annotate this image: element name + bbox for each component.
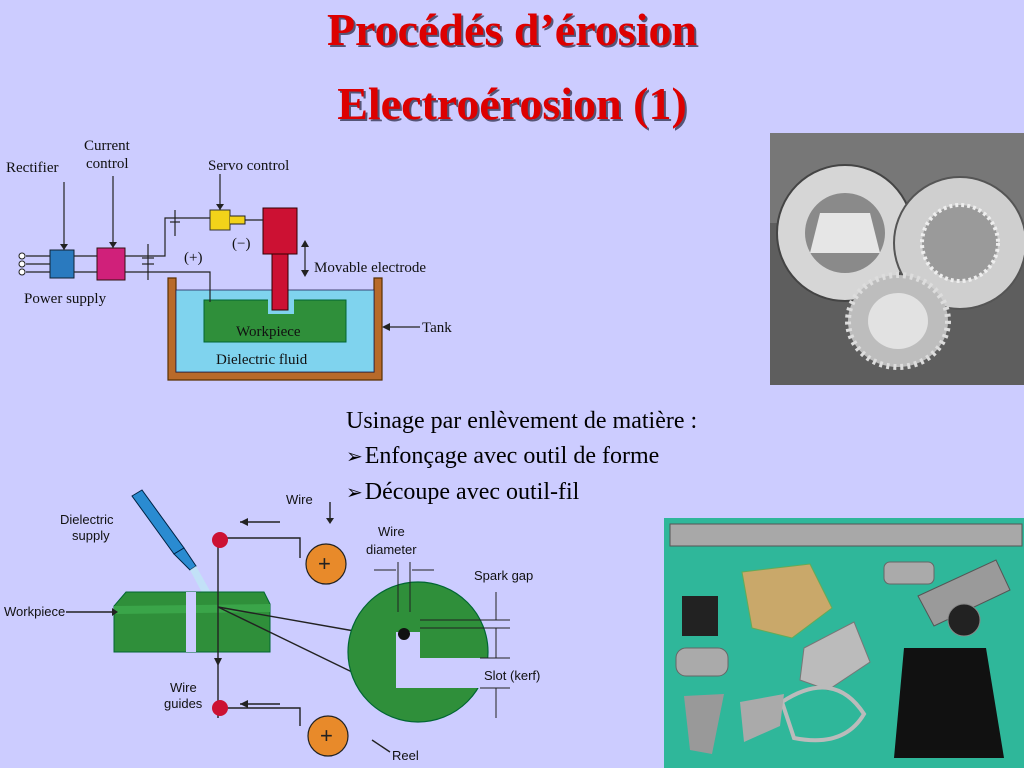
movable-electrode-label: Movable electrode <box>314 260 426 276</box>
bullet-intro: Usinage par enlèvement de matière : <box>346 408 698 434</box>
edm-sinking-diagram: Rectifier Current control Servo control … <box>6 138 452 381</box>
arrowhead-bullet-icon: ➢ <box>346 482 363 504</box>
rectifier-box <box>49 249 75 279</box>
wire-guides-label-2: guides <box>164 696 203 711</box>
wire-label: Wire <box>286 492 313 507</box>
current-control-label-1: Current <box>84 138 131 154</box>
servo-control-box <box>209 209 231 231</box>
svg-text:+: + <box>318 551 331 576</box>
wire-cut-parts-photo <box>664 518 1024 768</box>
edm-parts-photo <box>770 133 1024 385</box>
plus-label: (+) <box>184 250 202 266</box>
bullet-item-2-text: Découpe avec outil-fil <box>364 479 580 505</box>
workpiece-label: Workpiece <box>236 324 301 340</box>
current-control-label-2: control <box>86 156 129 172</box>
svg-text:+: + <box>320 723 333 748</box>
supply-reel <box>305 543 347 585</box>
bullet-item-enfoncage: ➢Enfonçage avec outil de forme <box>346 439 697 475</box>
dielectric-supply-label-1: Dielectric <box>60 512 114 527</box>
bullet-item-1-text: Enfonçage avec outil de forme <box>364 443 660 469</box>
rectifier-label: Rectifier <box>6 160 58 176</box>
dielectric-nozzle <box>131 489 214 600</box>
reel-label: Reel <box>392 748 419 763</box>
dielectric-fluid-label: Dielectric fluid <box>216 352 308 368</box>
wire-workpiece-label: Workpiece <box>4 604 65 619</box>
slide-title-line2: Electroérosion (1) <box>337 78 687 129</box>
tank-label: Tank <box>422 320 452 336</box>
dielectric-supply-label-2: supply <box>72 528 110 543</box>
power-supply-label: Power supply <box>24 291 107 307</box>
slot-kerf-label: Slot (kerf) <box>484 668 540 683</box>
movable-electrode <box>262 207 298 255</box>
spark-gap-label: Spark gap <box>474 568 533 583</box>
electrode-stem <box>271 253 289 311</box>
minus-label: (−) <box>232 236 250 252</box>
wire-diameter-label-1: Wire <box>378 524 405 539</box>
wire-guides-label-1: Wire <box>170 680 197 695</box>
bullet-list: Usinage par enlèvement de matière : ➢Enf… <box>346 404 697 511</box>
arrowhead-bullet-icon: ➢ <box>346 446 363 468</box>
slide-title-line1: Procédés d’érosion <box>326 4 698 55</box>
wire-edm-diagram: + + Dielectric supply Wire Wire diameter… <box>4 489 540 763</box>
takeup-reel <box>307 715 349 757</box>
bullet-item-decoupe: ➢Découpe avec outil-fil <box>346 475 697 511</box>
current-control-box <box>96 247 126 281</box>
wire-diameter-label-2: diameter <box>366 542 417 557</box>
servo-control-label: Servo control <box>208 158 289 174</box>
